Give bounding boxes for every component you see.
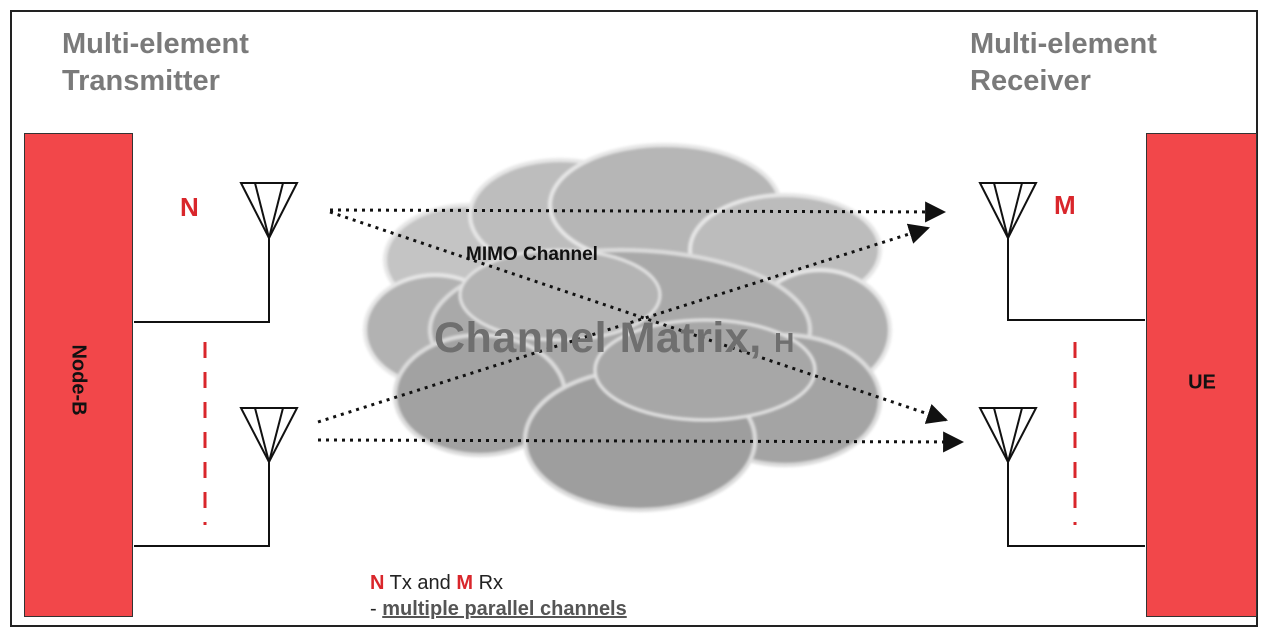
- node-b-block: [24, 133, 133, 617]
- channel-cloud: [363, 143, 892, 512]
- channel-matrix-symbol: H: [774, 327, 795, 358]
- legend-rx-text: Rx: [473, 572, 504, 594]
- rx-count-label: M: [1054, 190, 1076, 220]
- legend-m: M: [456, 572, 474, 594]
- receiver-heading-line1: Multi-element: [970, 28, 1157, 60]
- legend-subtitle: multiple parallel channels: [382, 598, 627, 620]
- path-tx2-rx2: [317, 431, 965, 453]
- legend-dash: -: [370, 598, 383, 620]
- legend-line1: N Tx and M Rx: [370, 570, 627, 596]
- tx-antenna-2-icon: [239, 407, 299, 465]
- transmitter-heading: Multi-element Transmitter: [62, 26, 249, 100]
- node-b-label: Node-B: [67, 344, 90, 416]
- rx-antenna-2-icon: [978, 407, 1038, 465]
- ue-label: UE: [1188, 371, 1216, 394]
- legend: N Tx and M Rx - multiple parallel channe…: [370, 570, 627, 622]
- mimo-channel-label: MIMO Channel: [466, 244, 598, 265]
- rx-antenna-1-icon: [978, 182, 1038, 241]
- tx-count-label: N: [180, 192, 199, 222]
- channel-matrix-label: Channel Matrix, H: [434, 314, 795, 363]
- legend-n: N: [370, 572, 385, 594]
- transmitter-heading-line2: Transmitter: [62, 65, 220, 97]
- channel-matrix-text: Channel Matrix,: [434, 314, 762, 362]
- ue-block: [1146, 133, 1257, 617]
- legend-tx-text: Tx and: [384, 572, 457, 594]
- channel-paths: [317, 201, 965, 453]
- tx-antenna-1-icon: [239, 182, 299, 241]
- feed-lines: [134, 238, 1145, 547]
- receiver-heading: Multi-element Receiver: [970, 26, 1157, 100]
- receiver-heading-line2: Receiver: [970, 65, 1091, 97]
- legend-line2: - multiple parallel channels: [370, 596, 627, 622]
- transmitter-heading-line1: Multi-element: [62, 28, 249, 60]
- path-tx2-rx1: [317, 223, 931, 424]
